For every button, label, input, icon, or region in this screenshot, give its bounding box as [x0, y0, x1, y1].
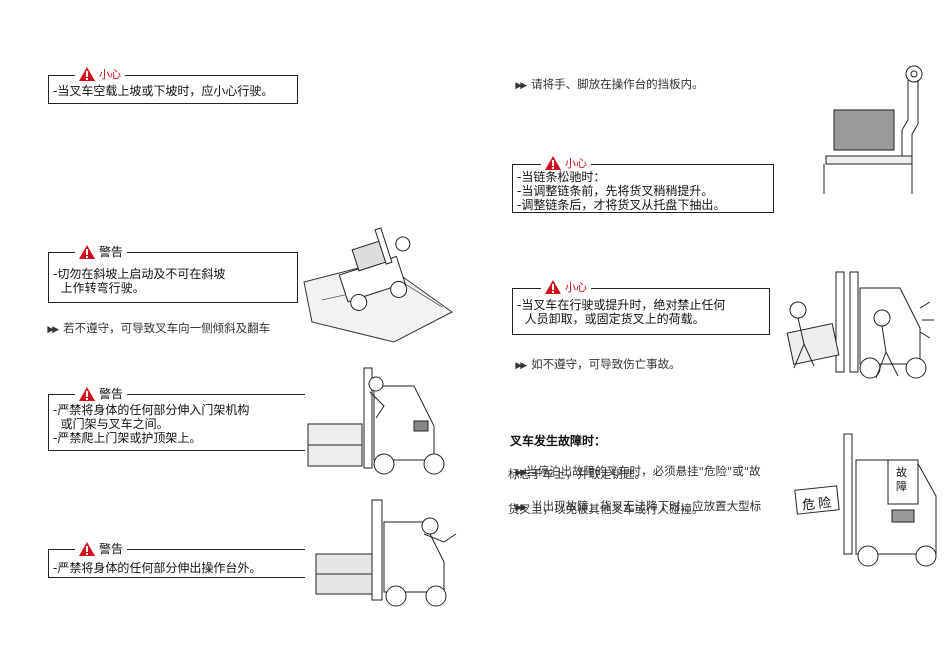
fault-item-2-cont: 货叉上，以免被其他叉车或行人碰撞。: [508, 502, 704, 516]
caution-heading: 小心: [565, 157, 587, 170]
double-arrow-icon: ▶▶: [515, 361, 527, 371]
warning-box-mast: 警告 -严禁将身体的任何部分伸入门架机构 或门架与叉车之间。 -严禁爬上门架或护…: [48, 385, 305, 451]
danger-sign-label: 危险: [801, 495, 835, 514]
warning-triangle-icon: [79, 245, 95, 259]
fault-section-title: 叉车发生故障时：: [510, 434, 607, 448]
warning-box-body-outside: 警告 -严禁将身体的任何部分伸出操作台外。: [48, 540, 305, 578]
tip-hands-feet: ▶▶请将手、脚放在操作台的挡板内。: [515, 77, 704, 91]
caution-text: -当链条松驰时：: [517, 170, 606, 184]
warning-triangle-icon: [79, 387, 95, 401]
warning-triangle-icon: [79, 67, 95, 81]
caution-heading: 小心: [565, 281, 587, 294]
warning-heading: 警告: [99, 387, 124, 401]
caution-box-empty-slope: 小心 -当叉车空载上坡或下坡时，应小心行驶。: [48, 66, 298, 104]
tip-rollover: ▶▶若不遵守，可导致叉车向一侧倾斜及翻车: [47, 321, 271, 335]
forklift-operator-lean-illustration: [315, 499, 457, 607]
fault-sign-label: 故障: [896, 466, 907, 493]
warning-triangle-icon: [545, 156, 561, 170]
warning-text: -切勿在斜坡上启动及不可在斜坡: [53, 267, 226, 281]
double-arrow-icon: ▶▶: [47, 325, 59, 335]
warning-heading: 警告: [99, 542, 124, 556]
warning-text: -严禁爬上门架或护顶架上。: [53, 431, 202, 445]
caution-text: -当叉车空载上坡或下坡时，应小心行驶。: [53, 84, 274, 98]
workers-near-forklift-illustration: [786, 271, 934, 379]
caution-text: 人员卸取，或固定货叉上的荷载。: [517, 312, 705, 326]
caution-box-chain: 小心 -当链条松驰时： -当调整链条前，先将货叉稍稍提升。 -调整链条后，才将货…: [512, 155, 774, 213]
warning-triangle-icon: [79, 542, 95, 556]
double-arrow-icon: ▶▶: [515, 468, 527, 478]
warning-text: 或门架与叉车之间。: [53, 417, 169, 431]
caution-box-load-handling: 小心 -当叉车在行驶或提升时，绝对禁止任何 人员卸取，或固定货叉上的荷载。: [512, 279, 770, 335]
fault-item-1-cont: 标志于车上，并取走钥匙。: [508, 467, 646, 481]
caution-heading: 小心: [99, 68, 121, 81]
caution-text: -当叉车在行驶或提升时，绝对禁止任何: [517, 298, 726, 312]
fault-item-2: ▶▶当出现故障，货叉无法降下时，应放置大型标: [515, 499, 762, 513]
double-arrow-icon: ▶▶: [515, 503, 527, 513]
double-arrow-icon: ▶▶: [515, 81, 527, 91]
warning-text: -严禁将身体的任何部分伸出操作台外。: [53, 561, 262, 575]
forklift-mast-hazard-illustration: [307, 367, 445, 475]
warning-text: -严禁将身体的任何部分伸入门架机构: [53, 403, 250, 417]
forklift-slope-illustration: [303, 227, 453, 343]
caution-text: -当调整链条前，先将货叉稍稍提升。: [517, 184, 714, 198]
warning-box-slope-start: 警告 -切勿在斜坡上启动及不可在斜坡 上作转弯行驶。: [48, 243, 298, 303]
operator-guard-plate-illustration: [823, 65, 923, 194]
warning-heading: 警告: [99, 245, 124, 259]
caution-text: -调整链条后，才将货叉从托盘下抽出。: [517, 198, 726, 212]
warning-text: 上作转弯行驶。: [53, 281, 145, 295]
tip-injury: ▶▶如不遵守，可导致伤亡事故。: [515, 357, 681, 371]
warning-triangle-icon: [545, 280, 561, 294]
forklift-fault-illustration: 危险 故障: [792, 432, 944, 568]
fault-item-1: ▶▶当停泊出故障的叉车时，必须悬挂"危险"或"故: [515, 464, 761, 478]
